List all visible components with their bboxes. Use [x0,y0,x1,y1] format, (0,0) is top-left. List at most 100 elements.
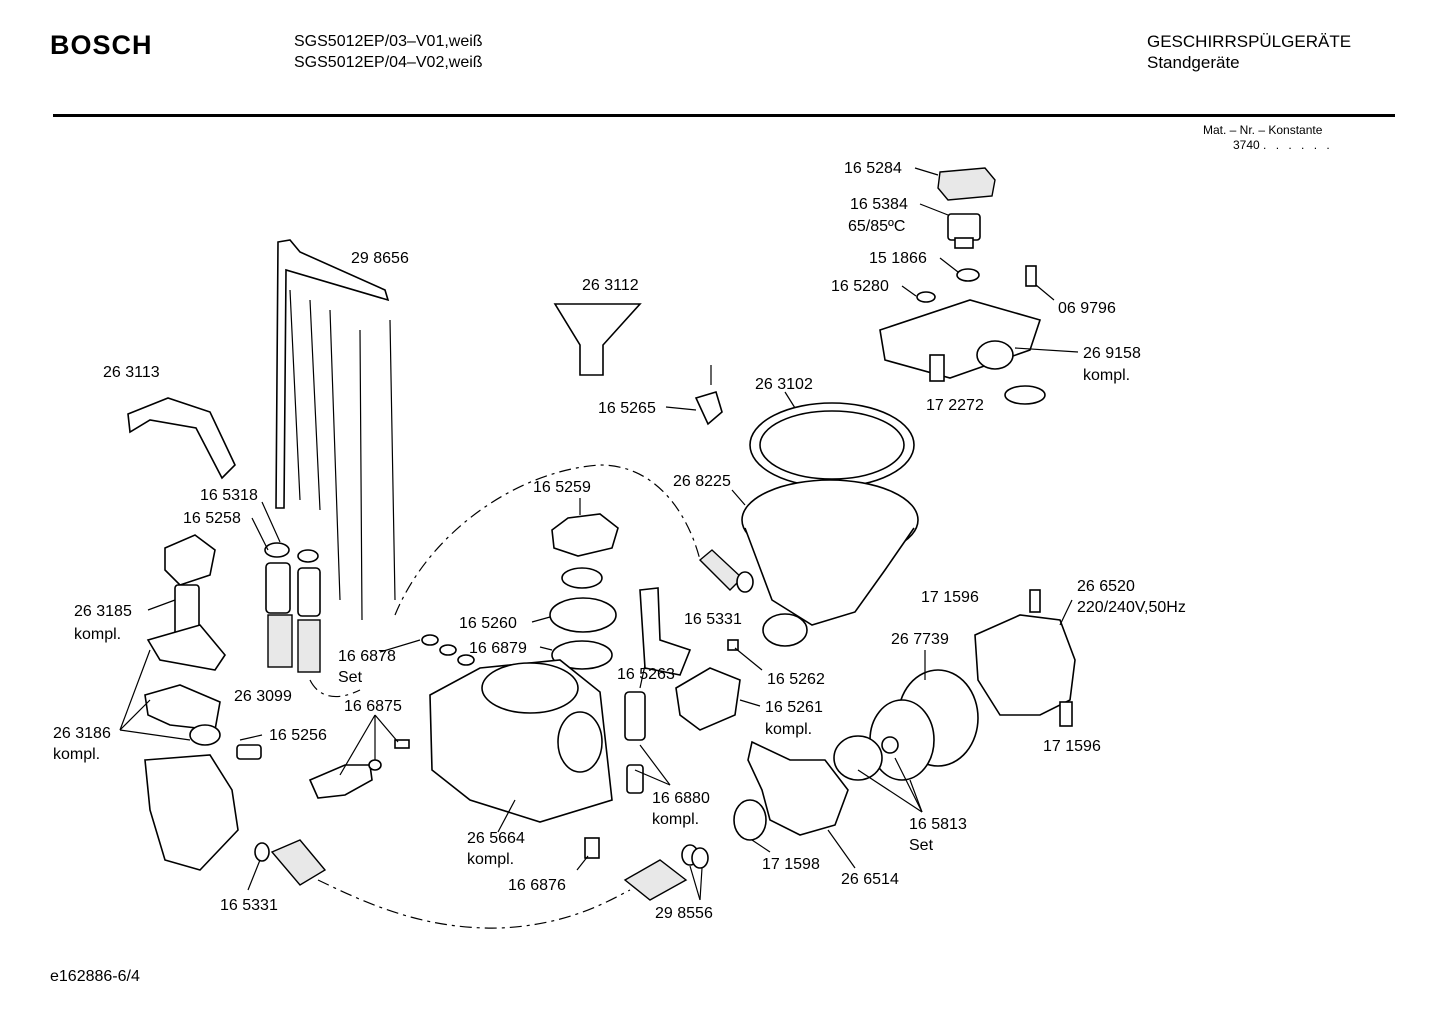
label-165384-note: 65/85ºC [848,218,905,235]
label-165813-note: Set [909,837,934,854]
ring-298556-b-icon [691,847,709,869]
part-165256-icon [236,744,262,760]
part-263186-icon [144,684,221,731]
label-151866: 15 1866 [869,250,927,267]
sensor-172272-icon [929,354,945,382]
o-ring-165280-icon [916,291,936,303]
label-267739: 26 7739 [891,631,949,648]
clip-069796-icon [1025,265,1037,287]
thermostat-base-icon [954,237,974,249]
valve-166875-icon [308,764,373,799]
mat-nr-label: Mat. – Nr. – Konstante [1203,123,1323,137]
label-166880: 16 6880 [652,790,710,807]
label-171596-top: 17 1596 [921,589,979,606]
label-165284: 16 5284 [844,160,902,177]
label-171596-bottom: 17 1596 [1043,738,1101,755]
label-266520-note: 220/240V,50Hz [1077,599,1186,616]
label-172272: 17 2272 [926,397,984,414]
clip-166876-icon [584,837,600,859]
seal-166878-a-icon [421,634,439,646]
label-298656: 29 8656 [351,250,409,267]
label-268225: 26 8225 [673,473,731,490]
sleeve-icon [265,562,291,614]
label-166876: 16 6876 [508,877,566,894]
sump-heater-coil-icon [557,711,603,773]
hose-165331-icon [270,839,327,886]
holder-165265-icon [694,391,723,426]
label-165318: 16 5318 [200,487,258,504]
hose-connector-icon [976,340,1014,370]
pump-pot-body-icon [744,527,915,626]
document-id: e162886-6/4 [50,968,140,985]
category-line-1: GESCHIRRSPÜLGERÄTE [1147,32,1352,51]
dispenser-plate-icon [146,624,226,671]
label-165331-top: 16 5331 [684,611,742,628]
label-263186: 26 3186 [53,725,111,742]
label-263113: 26 3113 [103,364,160,381]
thermostat-icon [947,213,981,241]
spring-hose-icon [698,549,744,591]
header-rule [53,114,1395,117]
brand-logo: BOSCH [50,30,153,60]
bracket-165263-icon [639,587,692,676]
pump-outlet-ring-icon [762,613,808,647]
category-line-2: Standgeräte [1147,53,1240,72]
switch-165261-icon [675,667,741,731]
label-166879: 16 6879 [469,640,527,657]
label-165256: 16 5256 [269,727,327,744]
dispenser-head-icon [164,534,216,586]
float-166880-icon [624,691,646,741]
category: GESCHIRRSPÜLGERÄTE Standgeräte [1147,31,1351,73]
label-165259: 16 5259 [533,479,591,496]
label-263185: 26 3185 [74,603,132,620]
leader-lines [119,167,1079,901]
label-263185-note: kompl. [74,626,121,643]
seal-165258-icon [264,542,290,558]
label-263102: 26 3102 [755,376,813,393]
impeller-hub-icon [881,736,899,754]
label-165263: 16 5263 [617,666,675,683]
label-165258: 16 5258 [183,510,241,527]
heater-housing-icon [879,299,1042,379]
circulation-pump-icon [747,740,849,836]
label-263112: 26 3112 [582,277,639,294]
valve-ring-icon [368,759,382,771]
cover-263113-icon [127,397,236,480]
filter-165259-icon [551,513,619,557]
routing-line-mid [309,679,361,698]
funnel-icon [553,303,642,376]
float-bottom-icon [626,764,644,794]
label-165331-bottom: 16 5331 [220,897,278,914]
label-166878-note: Set [338,669,363,686]
label-265664: 26 5664 [467,830,525,847]
hose-clamp-icon [1004,385,1046,405]
label-269158: 26 9158 [1083,345,1141,362]
clip-165262-icon [727,639,739,651]
motor-icon [974,614,1076,716]
sleeve-2-icon [297,567,321,617]
label-165261: 16 5261 [765,699,823,716]
part-labels: 16 5284 16 5384 65/85ºC 15 1866 16 5280 … [53,160,1186,922]
label-069796: 06 9796 [1058,300,1116,317]
label-166878: 16 6878 [338,648,396,665]
label-298556: 29 8556 [655,905,713,922]
seal-165318-icon [297,549,319,563]
ring-icon [561,567,603,589]
softener-housing-icon [144,754,239,871]
routing-line-bottom [317,879,631,929]
seal-166878-b-icon [439,644,457,656]
label-165280: 16 5280 [831,278,889,295]
impeller-icon [833,735,883,781]
label-165261-note: kompl. [765,721,812,738]
seal-166879-icon [551,640,613,670]
ring-165331-bottom-icon [254,842,270,862]
label-265664-note: kompl. [467,851,514,868]
label-165260: 16 5260 [459,615,517,632]
mat-nr-dots: . . . . . . [1263,138,1333,152]
clip-171596-top-icon [1029,589,1041,613]
sump-opening-icon [481,662,579,714]
routing-line-top [394,464,701,616]
small-ring-icon [736,571,754,593]
label-165384: 16 5384 [850,196,908,213]
